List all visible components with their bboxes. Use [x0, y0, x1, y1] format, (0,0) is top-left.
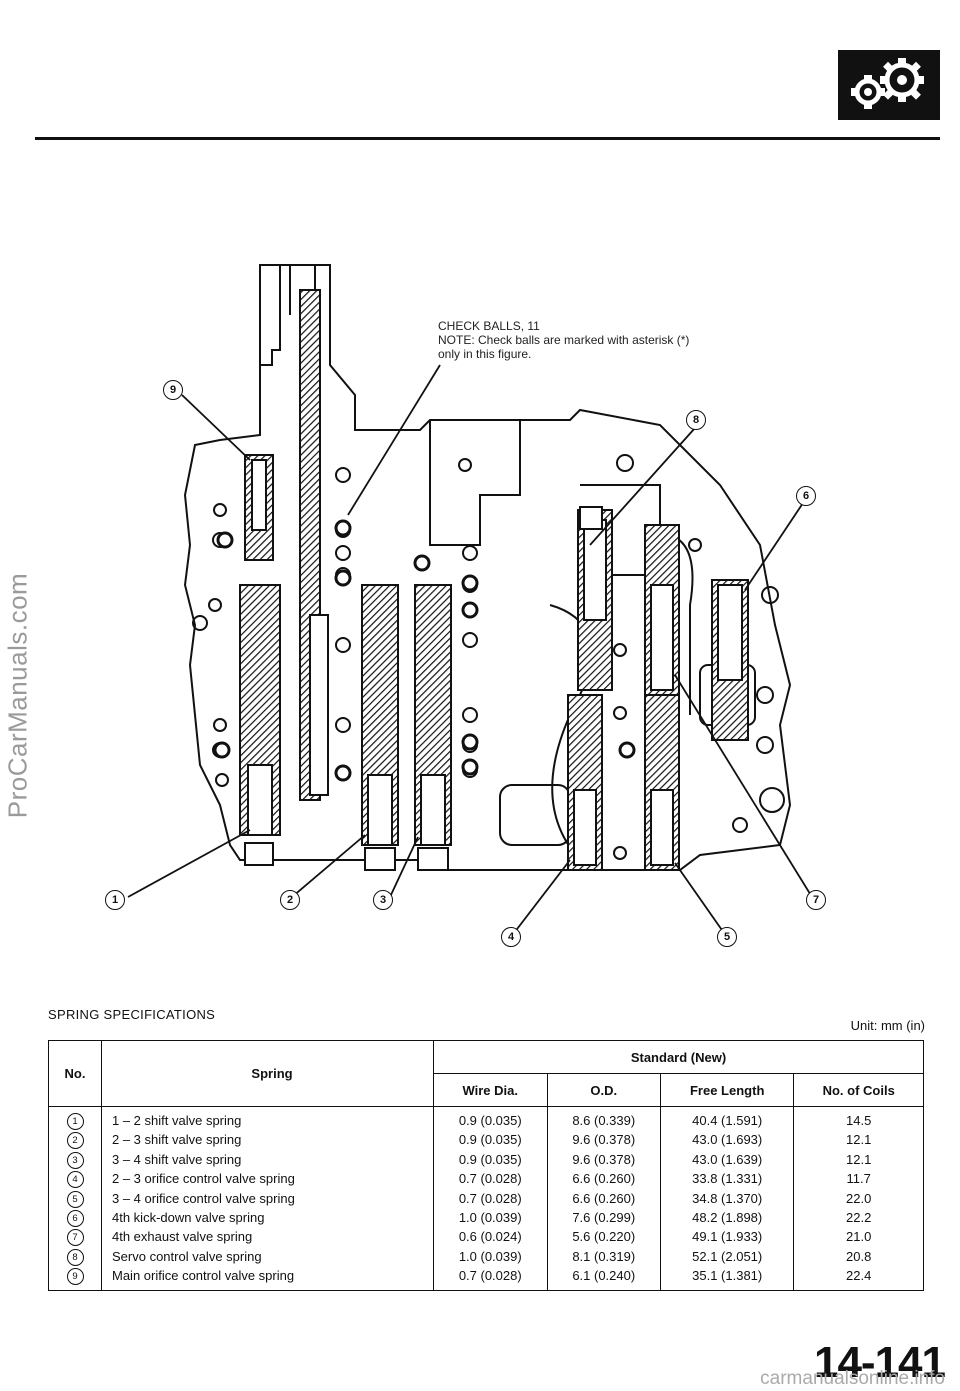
- table-cell: Servo control valve spring: [112, 1248, 262, 1264]
- row-number: 4: [66, 1171, 84, 1189]
- side-watermark: ProCarManuals.com: [2, 572, 33, 819]
- table-cell: 9.6 (0.378): [572, 1132, 636, 1148]
- table-cell: 6: [50, 1208, 100, 1228]
- table-cell: 9.6 (0.378): [572, 1151, 636, 1167]
- table-cell: 6.6 (0.260): [572, 1190, 636, 1206]
- table-cell: Main orifice control valve spring: [112, 1268, 295, 1284]
- table-cell: 3 – 4 orifice control valve spring: [112, 1190, 295, 1206]
- table-cell: 49.1 (1.933): [692, 1229, 763, 1245]
- table-cell: 4: [50, 1169, 100, 1189]
- callout-4: 4: [501, 927, 521, 947]
- table-cell: 33.8 (1.331): [692, 1171, 763, 1187]
- table-cell: 3 – 4 shift valve spring: [112, 1151, 242, 1167]
- callout-9: 9: [163, 380, 183, 400]
- table-cell: 2 – 3 shift valve spring: [112, 1132, 242, 1148]
- table-cell: 11.7: [846, 1171, 871, 1187]
- col-od: 8.6 (0.339) 9.6 (0.378) 9.6 (0.378) 6.6 (0.…: [549, 1111, 660, 1286]
- callout-5: 5: [717, 927, 737, 947]
- table-cell: 7.6 (0.299): [572, 1209, 636, 1225]
- check-balls-note-line: only in this figure.: [438, 347, 532, 361]
- table-cell: 0.9 (0.035): [458, 1132, 522, 1148]
- table-cell: 48.2 (1.898): [692, 1209, 763, 1225]
- table-cell: 21.0: [846, 1229, 872, 1245]
- callout-3: 3: [373, 890, 393, 910]
- table-cell: 12.1: [846, 1132, 872, 1148]
- check-balls-note: CHECK BALLS, 11 NOTE: Check balls are ma…: [438, 319, 689, 361]
- header-coils: No. of Coils: [793, 1073, 924, 1107]
- table-cell: 43.0 (1.693): [692, 1132, 763, 1148]
- footer-watermark: carmanualsonline.info: [760, 1368, 945, 1389]
- row-number: 5: [66, 1190, 84, 1208]
- table-cell: 7: [50, 1227, 100, 1247]
- table-cell: 22.0: [846, 1190, 872, 1206]
- table-cell: 12.1: [846, 1151, 872, 1167]
- table-cell: 6.6 (0.260): [572, 1171, 636, 1187]
- callout-1: 1: [105, 890, 125, 910]
- spec-title: SPRING SPECIFICATIONS: [48, 1007, 216, 1022]
- table-cell: 4th kick-down valve spring: [112, 1209, 265, 1225]
- table-cell: 22.4: [846, 1268, 872, 1284]
- col-coils: 14.5 12.1 12.1 11.7 22.0 22.2 21.0 20.8 22.4: [795, 1111, 922, 1286]
- gear-icon: [838, 50, 940, 120]
- header-no: No.: [48, 1040, 102, 1107]
- callout-2: 2: [280, 890, 300, 910]
- table-cell: 3: [50, 1150, 100, 1169]
- table-cell: 0.7 (0.028): [458, 1268, 522, 1284]
- header-od: O.D.: [546, 1073, 661, 1107]
- page-number: 14-141: [813, 1338, 946, 1387]
- table-cell: 2 – 3 orifice control valve spring: [112, 1171, 295, 1187]
- table-cell: 0.9 (0.035): [458, 1113, 522, 1128]
- table-cell: 0.9 (0.035): [458, 1151, 522, 1167]
- table-cell: 8.1 (0.319): [572, 1248, 636, 1264]
- table-cell: 52.1 (2.051): [692, 1248, 763, 1264]
- spring-spec-table: No. Spring Standard (New) Wire Dia. O.D.…: [48, 1040, 924, 1291]
- table-cell: 8.6 (0.339): [572, 1113, 636, 1128]
- table-cell: 34.8 (1.370): [692, 1190, 763, 1206]
- row-number: 6: [66, 1210, 84, 1228]
- header-standard: Standard (New): [433, 1040, 924, 1074]
- col-wire: 0.9 (0.035) 0.9 (0.035) 0.9 (0.035) 0.7 (0.…: [435, 1111, 546, 1286]
- table-cell: 0.7 (0.028): [458, 1190, 522, 1206]
- table-cell: 4th exhaust valve spring: [112, 1229, 253, 1245]
- table-cell: 43.0 (1.639): [692, 1151, 763, 1167]
- table-cell: 0.7 (0.028): [458, 1171, 522, 1187]
- row-number: 9: [66, 1268, 84, 1286]
- table-cell: 1.0 (0.039): [458, 1248, 522, 1264]
- header-free-length: Free Length: [659, 1073, 795, 1107]
- valve-body-diagram: [100, 245, 820, 970]
- table-cell: 1.0 (0.039): [458, 1209, 522, 1225]
- table-cell: 14.5: [846, 1113, 872, 1128]
- table-cell: 0.6 (0.024): [458, 1229, 522, 1245]
- table-cell: 2: [50, 1130, 100, 1150]
- table-cell: 1: [50, 1111, 100, 1131]
- row-number: 8: [66, 1248, 84, 1266]
- col-spring: 1 – 2 shift valve spring 2 – 3 shift valv…: [112, 1111, 432, 1286]
- row-number: 7: [66, 1229, 84, 1247]
- callout-6: 6: [796, 486, 816, 506]
- check-balls-count: CHECK BALLS, 11: [438, 319, 540, 333]
- col-free: 40.4 (1.591) 43.0 (1.693) 43.0 (1.639) 33.8…: [662, 1111, 792, 1286]
- callout-7: 7: [806, 890, 826, 910]
- table-cell: 5: [50, 1189, 100, 1208]
- table-cell: 20.8: [846, 1248, 872, 1264]
- callout-8: 8: [686, 410, 706, 430]
- header-rule: [35, 137, 940, 140]
- row-number: 1: [66, 1113, 84, 1131]
- table-cell: 1 – 2 shift valve spring: [112, 1113, 242, 1128]
- table-cell: 35.1 (1.381): [692, 1268, 763, 1284]
- table-cell: 5.6 (0.220): [572, 1229, 636, 1245]
- unit-label: Unit: mm (in): [850, 1018, 925, 1033]
- table-cell: 22.2: [846, 1209, 872, 1225]
- table-cell: 6.1 (0.240): [572, 1268, 636, 1284]
- table-cell: 9: [50, 1266, 100, 1286]
- row-number: 2: [66, 1132, 84, 1150]
- header-wire-dia: Wire Dia.: [433, 1073, 548, 1107]
- row-number: 3: [66, 1151, 84, 1169]
- check-balls-note-line: NOTE: Check balls are marked with asteri…: [438, 333, 690, 347]
- table-cell: 8: [50, 1247, 100, 1266]
- header-spring: Spring: [101, 1040, 434, 1107]
- table-cell: 40.4 (1.591): [692, 1113, 763, 1128]
